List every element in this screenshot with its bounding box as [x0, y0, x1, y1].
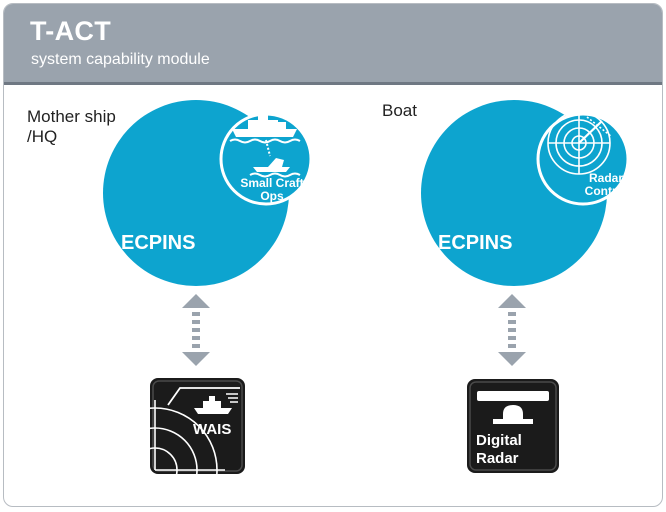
mother-ship-icon — [229, 114, 301, 144]
page-title: T-ACT — [30, 16, 111, 46]
digital-radar-device: Digital Radar — [467, 379, 559, 473]
wais-label: WAIS — [193, 421, 231, 438]
right-ecpins-label: ECPINS — [438, 232, 512, 254]
left-ecpins-label: ECPINS — [121, 232, 195, 254]
right-link-arrow-icon — [498, 294, 526, 366]
left-location-label: Mother ship /HQ — [27, 107, 116, 147]
small-craft-ops-line1: Small Craft — [240, 176, 303, 190]
page-subtitle: system capability module — [31, 51, 210, 68]
left-link-arrow-icon — [182, 294, 210, 366]
left-location-line1: Mother ship — [27, 107, 116, 126]
left-location-line2: /HQ — [27, 127, 58, 146]
wais-radar-arcs-icon — [150, 400, 225, 474]
radar-control-line1: Radar — [589, 171, 623, 185]
digital-radar-line1: Digital — [476, 432, 522, 449]
digital-radar-line2: Radar — [476, 450, 519, 467]
wais-ship-icon — [194, 396, 232, 414]
radar-scope-icon — [547, 111, 613, 175]
wais-device: WAIS — [150, 378, 245, 474]
small-craft-ops-line2: Ops — [260, 189, 284, 203]
radar-antenna-icon — [477, 391, 549, 424]
radar-control-module: Radar Control — [536, 111, 630, 206]
right-location-label: Boat — [382, 101, 417, 120]
header-divider — [4, 82, 662, 85]
radar-control-line2: Control — [585, 184, 628, 198]
small-craft-icon — [249, 158, 301, 178]
small-craft-ops-module: Small Craft Ops — [219, 112, 313, 206]
header-bar: T-ACT system capability module — [4, 4, 662, 82]
link-dashes-icon — [265, 139, 271, 157]
